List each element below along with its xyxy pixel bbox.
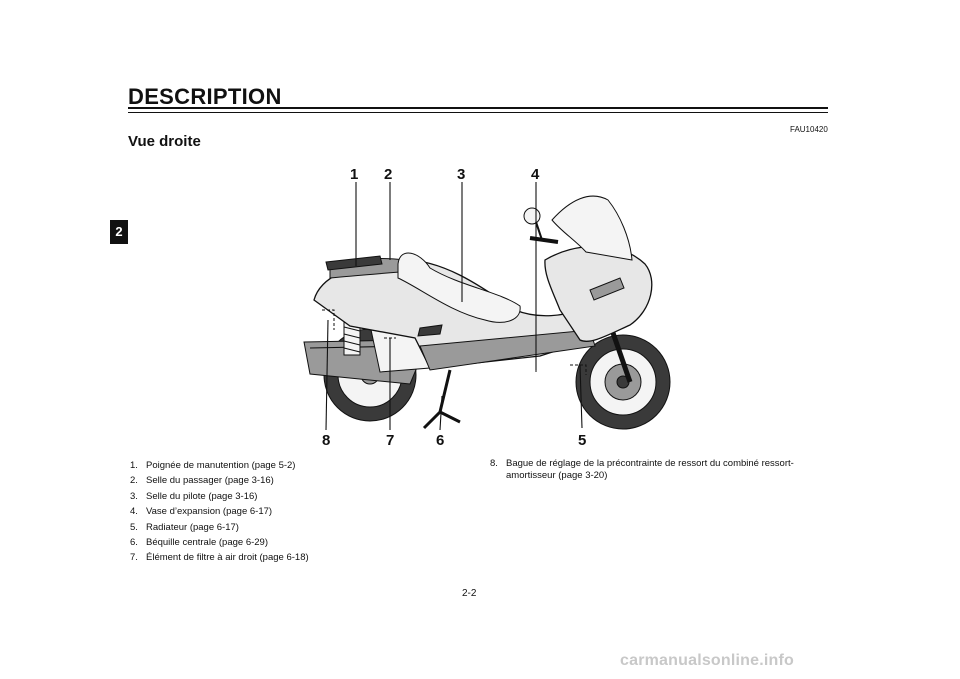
legend-num: 2. — [130, 475, 138, 487]
floorboard — [419, 329, 596, 371]
legend-item: 7. Élément de filtre à air droit (page 6-… — [130, 550, 460, 565]
scooter-illustration — [303, 182, 671, 431]
grab-handle — [325, 255, 383, 271]
section-heading: Vue droite — [128, 133, 201, 150]
callout-3: 3 — [457, 166, 466, 183]
legend-item: 4. Vase d’expansion (page 6-17) — [130, 504, 460, 519]
callout-4: 4 — [531, 166, 540, 183]
legend-item: 8. Bague de réglage de la précontrainte d… — [490, 458, 810, 482]
mirror — [523, 207, 541, 225]
page-title: DESCRIPTION — [128, 84, 282, 109]
page-number: 2-2 — [462, 588, 477, 599]
callout-8: 8 — [322, 432, 331, 449]
legend-text: Selle du pilote (page 3-16) — [146, 490, 258, 502]
legend-text: Élément de filtre à air droit (page 6-18… — [146, 552, 309, 564]
chapter-tab: 2 — [110, 220, 128, 244]
legend-text: Vase d’expansion (page 6-17) — [146, 506, 273, 518]
windscreen — [551, 195, 633, 261]
legend-num: 5. — [130, 521, 138, 533]
callout-5: 5 — [578, 432, 587, 449]
legend-item: 3. Selle du pilote (page 3-16) — [130, 489, 460, 504]
center-stand — [422, 369, 461, 430]
title-rule-thick — [128, 107, 828, 109]
callout-6: 6 — [436, 432, 445, 449]
watermark: carmanualsonline.info — [620, 652, 795, 669]
rider-seat — [397, 252, 521, 323]
legend-item: 1. Poignée de manutention (page 5-2) — [130, 458, 460, 473]
document-code: FAU10420 — [790, 125, 828, 134]
legend-item: 6. Béquille centrale (page 6-29) — [130, 535, 460, 550]
legend-text: Radiateur (page 6-17) — [146, 521, 239, 533]
title-rule-thin — [128, 112, 828, 113]
legend-num: 6. — [130, 537, 138, 549]
legend-num: 8. — [490, 458, 498, 469]
legend-item: 2. Selle du passager (page 3-16) — [130, 473, 460, 488]
legend-left: 1. Poignée de manutention (page 5-2) 2. Se… — [130, 458, 460, 566]
legend-text: Béquille centrale (page 6-29) — [146, 537, 268, 549]
front-wheel — [575, 334, 671, 430]
callout-2: 2 — [384, 166, 393, 183]
legend-num: 7. — [130, 552, 138, 564]
legend-text: Poignée de manutention (page 5-2) — [146, 460, 296, 471]
legend-text: Selle du passager (page 3-16) — [146, 475, 274, 487]
legend-item: 5. Radiateur (page 6-17) — [130, 520, 460, 535]
legend-text: Bague de réglage de la précontrainte de … — [506, 458, 794, 481]
legend-num: 4. — [130, 506, 138, 518]
callout-7: 7 — [386, 432, 395, 449]
callout-1: 1 — [350, 166, 359, 183]
legend-right: 8. Bague de réglage de la précontrainte d… — [490, 458, 810, 482]
legend-num: 1. — [130, 460, 138, 471]
legend-num: 3. — [130, 490, 138, 502]
